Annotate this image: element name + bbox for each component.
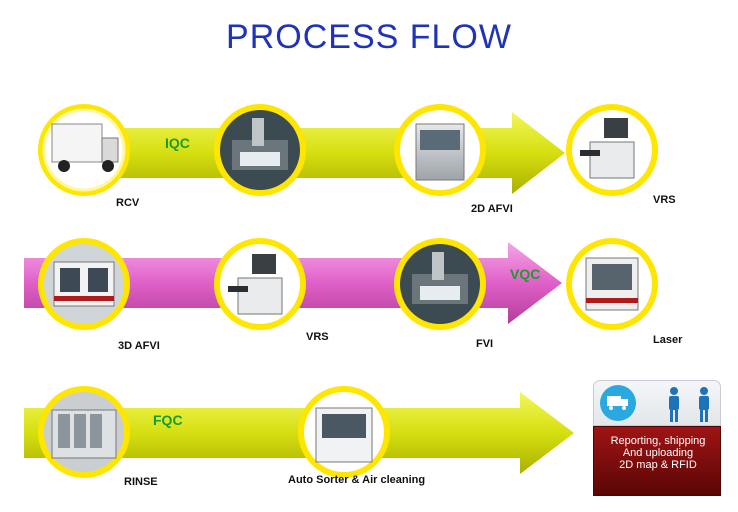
step-label-vrs-1: VRS <box>653 194 676 206</box>
page-title: PROCESS FLOW <box>226 18 512 56</box>
gate-label-fqc: FQC <box>153 412 183 428</box>
step-label-rcv: RCV <box>116 197 140 209</box>
step-circle-auto-sorter <box>298 386 390 478</box>
step-label-laser: Laser <box>653 334 683 346</box>
panel-text-line-2: And uploading <box>622 447 694 459</box>
step-label-fvi: FVI <box>476 338 494 350</box>
step-circle-fvi <box>394 238 486 330</box>
step-circle-2d-afvi <box>394 104 486 196</box>
step-circle-3d-afvi <box>38 238 130 330</box>
gate-label-vqc: VQC <box>510 266 541 282</box>
vrs-station-photo <box>589 141 635 179</box>
panel-text-line-3: 2D map & RFID <box>619 459 697 471</box>
step-circle-rcv <box>38 104 130 196</box>
step-circle-iqc-station <box>214 104 306 196</box>
person-icon <box>669 387 679 422</box>
truck-icon <box>600 385 636 421</box>
panel-text-line-1: Reporting, shipping <box>610 435 706 447</box>
vrs-station-photo <box>237 277 283 315</box>
panel-text-box: Reporting, shipping And uploading 2D map… <box>593 426 721 496</box>
reporting-panel: Reporting, shipping And uploading 2D map… <box>593 380 721 496</box>
step-circle-laser <box>566 238 658 330</box>
step-label-3d-afvi: 3D AFVI <box>118 340 160 352</box>
gate-label-iqc: IQC <box>165 135 190 151</box>
panel-icon-bar <box>593 380 721 426</box>
step-label-auto-sorter: Auto Sorter & Air cleaning <box>288 474 426 486</box>
panel-icons <box>600 385 709 422</box>
step-label-vrs-2: VRS <box>306 331 329 343</box>
step-circle-vrs-2 <box>214 238 306 330</box>
step-circle-vrs-1 <box>566 104 658 196</box>
step-label-rinse: RINSE <box>124 476 158 488</box>
truck-photo <box>51 123 103 163</box>
step-label-2d-afvi: 2D AFVI <box>471 203 513 215</box>
person-icon <box>699 387 709 422</box>
step-circle-rinse <box>38 386 130 478</box>
flow-arrow-row1 <box>60 112 565 194</box>
